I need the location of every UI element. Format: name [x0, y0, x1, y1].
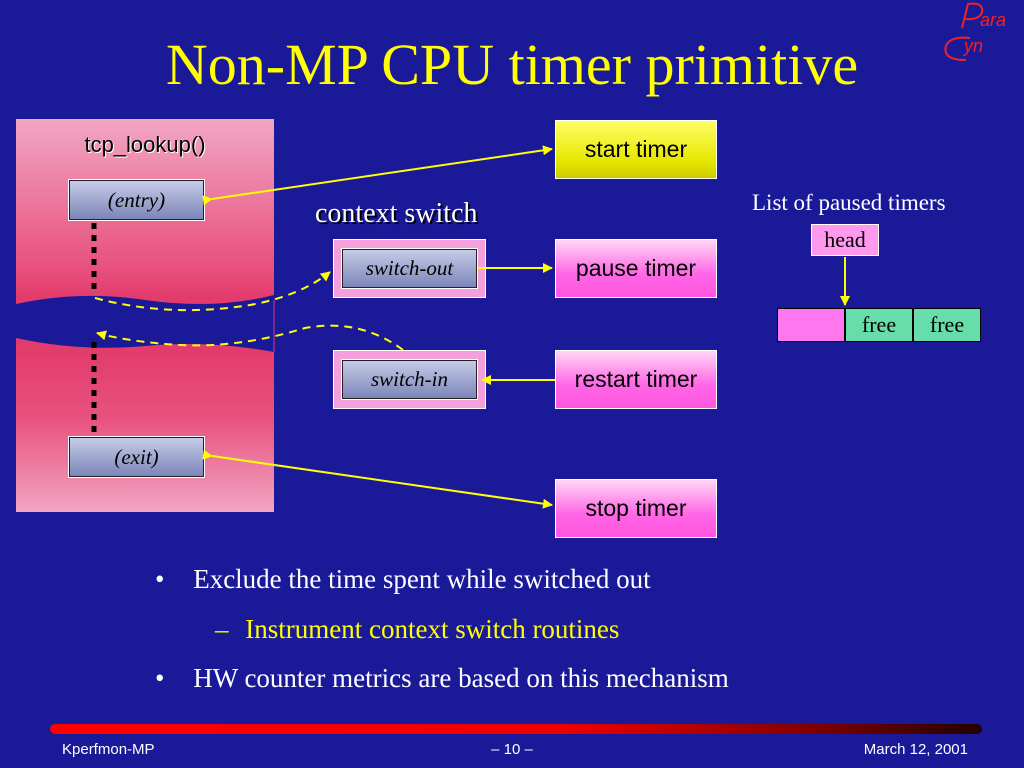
logo-text-bottom: yn [962, 36, 983, 56]
pause-timer-box: pause timer [555, 239, 717, 298]
footer-divider [50, 724, 982, 734]
switch-in-box: switch-in [341, 359, 478, 400]
paused-timers-label: List of paused timers [752, 190, 946, 215]
footer-page-number: – 10 – [491, 741, 533, 758]
slide-title: Non-MP CPU timer primitive [165, 32, 859, 97]
switch-in-dashed-arrow [96, 324, 404, 351]
bullet-marker: • [155, 663, 165, 693]
switch-out-dashed-arrow [94, 271, 331, 312]
sub-bullet-marker: – [215, 614, 229, 644]
list-cell-free: free [845, 308, 913, 342]
exit-point-box: (exit) [68, 436, 205, 478]
list-cell-used [777, 308, 845, 342]
bullet-text: HW counter metrics are based on this mec… [193, 663, 729, 693]
logo-text-top: ara [980, 10, 1006, 30]
list-head-box: head [811, 224, 879, 256]
sub-bullet-text: Instrument context switch routines [245, 614, 620, 644]
function-name: tcp_lookup() [84, 132, 206, 157]
bullet-item: • HW counter metrics are based on this m… [155, 663, 729, 694]
restart-timer-box: restart timer [555, 350, 717, 409]
bullet-marker: • [155, 564, 165, 594]
entry-start-arrow [202, 145, 553, 206]
switch-out-box: switch-out [341, 248, 478, 289]
footer-left-text: Kperfmon-MP [62, 741, 155, 758]
exit-stop-arrow [202, 449, 553, 509]
sub-bullet-item: – Instrument context switch routines [215, 614, 619, 645]
footer-date: March 12, 2001 [863, 741, 968, 758]
start-timer-box: start timer [555, 120, 717, 179]
bullet-item: • Exclude the time spent while switched … [155, 564, 651, 595]
list-cell-free: free [913, 308, 981, 342]
bullet-text: Exclude the time spent while switched ou… [193, 564, 651, 594]
paradyn-logo: ara yn [940, 0, 1024, 62]
stop-timer-box: stop timer [555, 479, 717, 538]
entry-point-box: (entry) [68, 179, 205, 221]
